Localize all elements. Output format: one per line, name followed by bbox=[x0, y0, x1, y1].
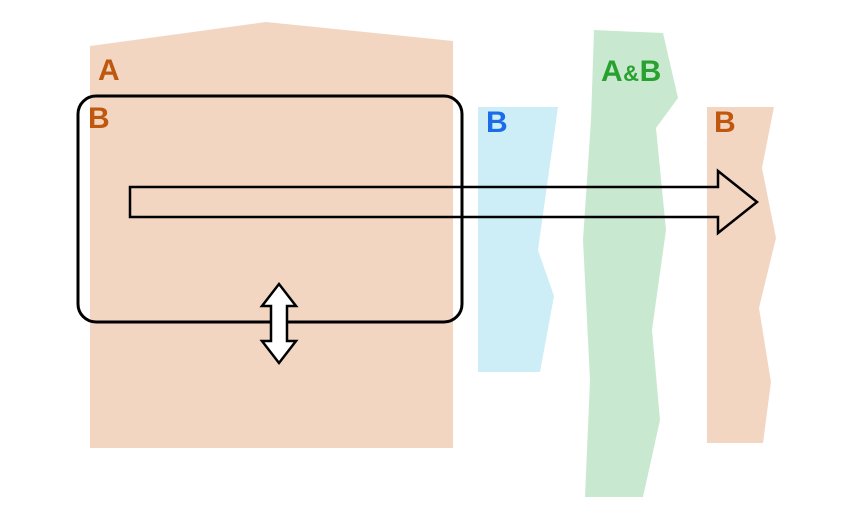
horizontal-arrow-icon bbox=[128, 168, 760, 236]
region-a-shape bbox=[90, 22, 453, 448]
strip-b-cyan-shape bbox=[478, 107, 558, 372]
strip-ab-label: A&B bbox=[601, 57, 662, 87]
region-b-label: B bbox=[88, 102, 111, 135]
region-a-label: A bbox=[98, 54, 121, 87]
strip-ab-shape bbox=[583, 30, 678, 497]
strip-ab-label-a: A bbox=[601, 55, 624, 88]
vertical-double-arrow-icon bbox=[259, 281, 299, 366]
strip-b-right-label: B bbox=[714, 106, 737, 139]
strip-ab-label-amp: & bbox=[623, 61, 640, 86]
strip-b-cyan-label: B bbox=[486, 106, 509, 139]
strip-b-right-shape bbox=[707, 107, 776, 443]
strip-ab-label-b: B bbox=[639, 55, 662, 88]
